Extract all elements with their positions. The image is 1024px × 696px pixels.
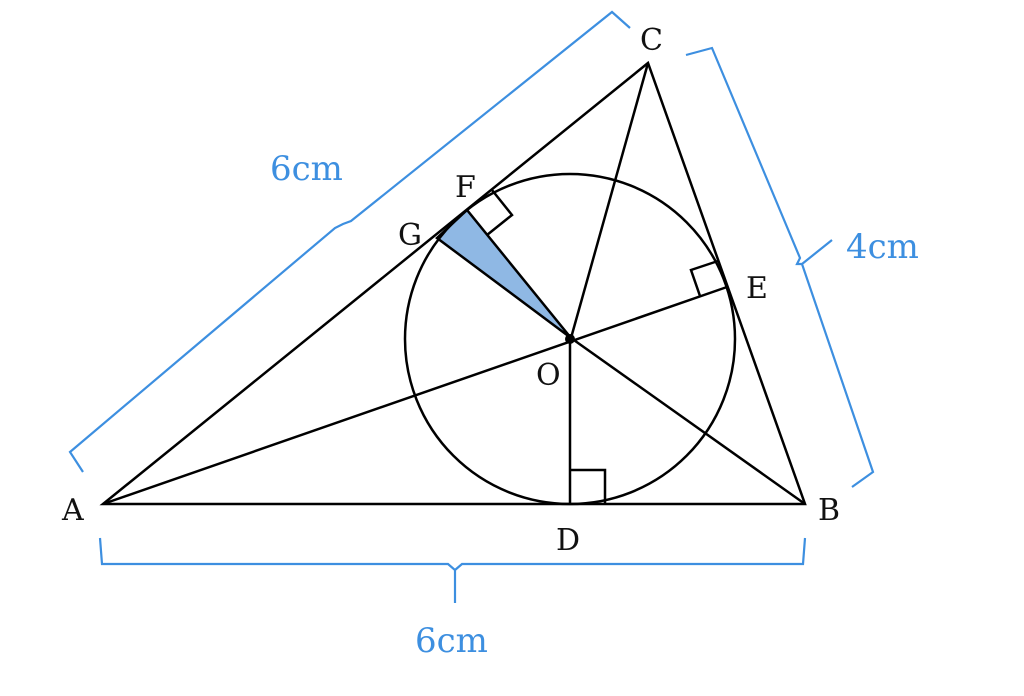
right-angle-f bbox=[486, 189, 514, 236]
segment-co bbox=[569, 62, 650, 339]
dimension-ac: 6cm bbox=[270, 149, 343, 189]
label-d: D bbox=[556, 523, 580, 558]
center-o bbox=[565, 334, 575, 344]
label-f: F bbox=[455, 170, 476, 205]
right-angle-e bbox=[689, 259, 719, 297]
label-g: G bbox=[398, 218, 422, 253]
dimension-bc: 4cm bbox=[846, 227, 919, 267]
label-e: E bbox=[746, 271, 768, 306]
segment-bo bbox=[570, 336, 806, 506]
label-b: B bbox=[818, 493, 840, 528]
label-c: C bbox=[640, 23, 663, 58]
bracket-ac bbox=[68, 10, 631, 473]
right-angle-d bbox=[570, 468, 607, 504]
triangle-abc bbox=[99, 60, 807, 506]
dimension-ab: 6cm bbox=[415, 621, 488, 661]
segment-ao bbox=[102, 285, 728, 506]
bracket-ab bbox=[98, 537, 807, 603]
bracket-bc bbox=[685, 46, 875, 488]
label-o: O bbox=[536, 358, 561, 393]
label-a: A bbox=[61, 493, 84, 528]
shaded-triangle-gfo bbox=[435, 208, 572, 340]
